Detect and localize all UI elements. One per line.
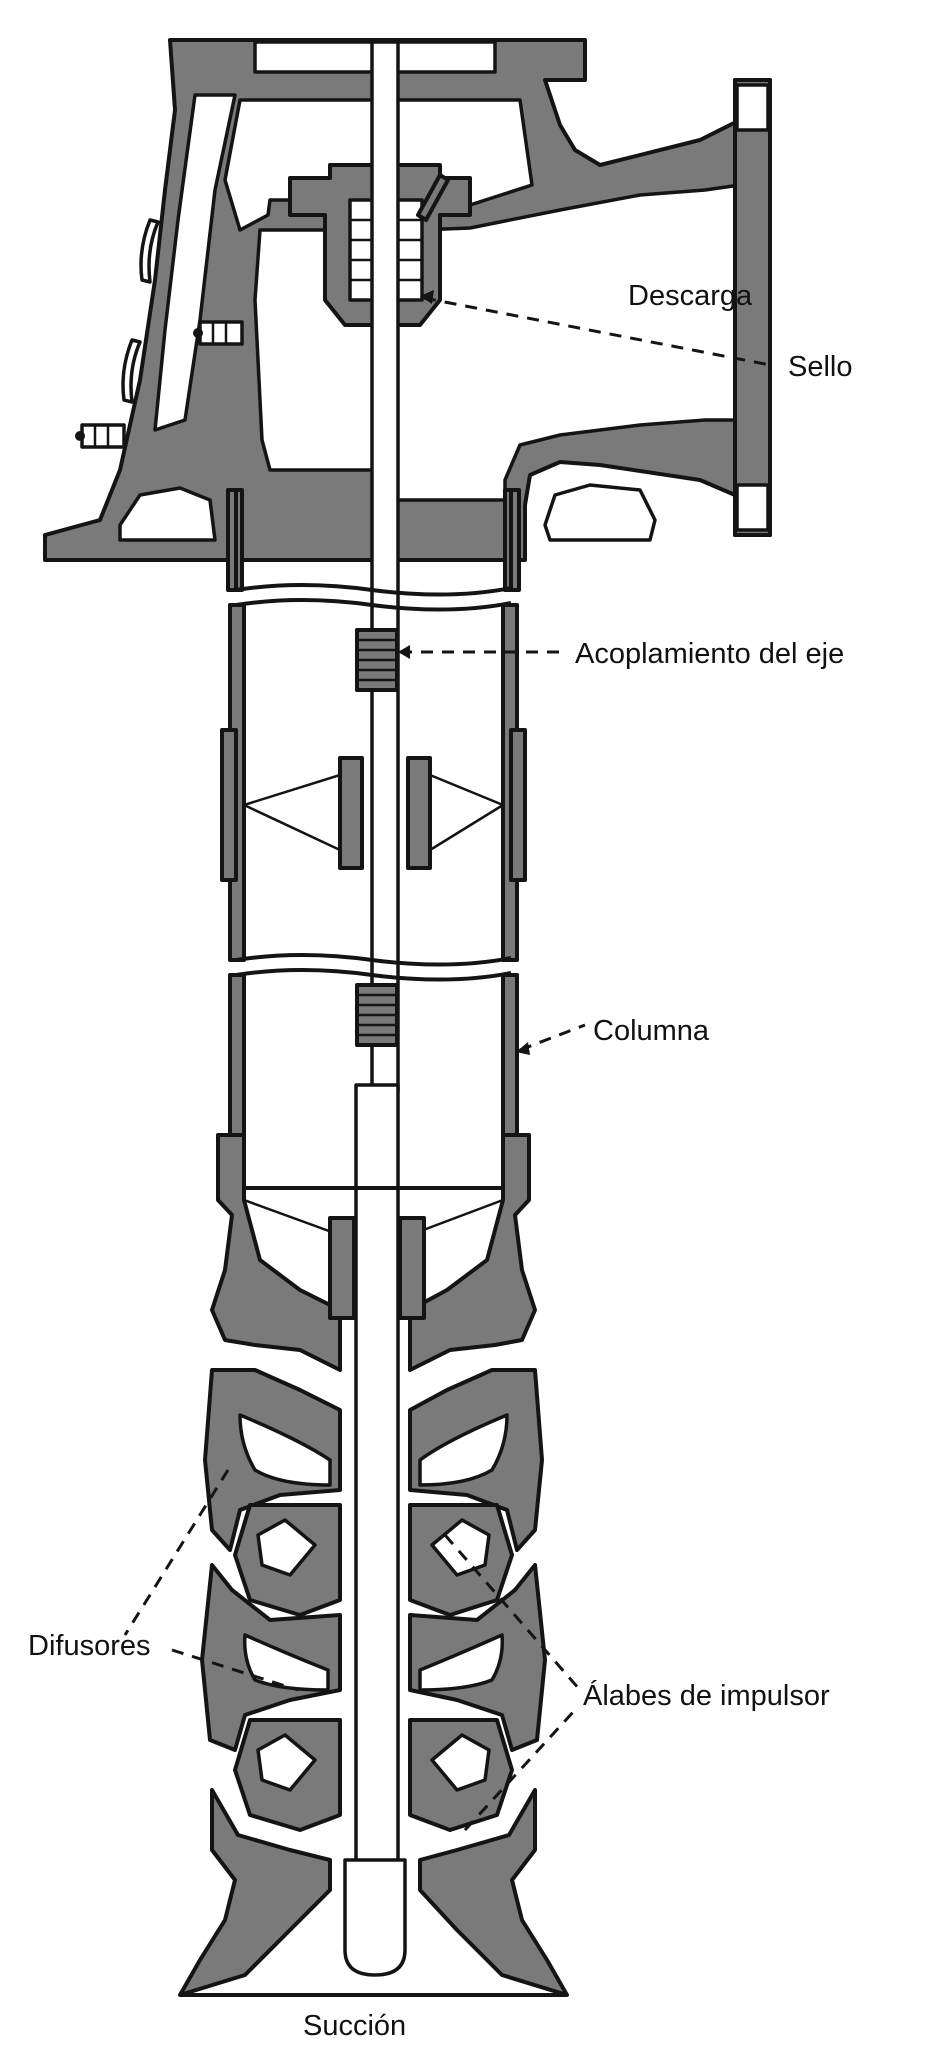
label-alabes-de-impulsor: Álabes de impulsor — [583, 1679, 830, 1712]
column-middle — [220, 598, 527, 967]
bowl-assembly — [178, 1133, 569, 1997]
leader-lines — [123, 290, 771, 1832]
drain-plug-lower — [75, 423, 126, 449]
drain-plug-upper — [193, 320, 244, 346]
label-difusores: Difusores — [28, 1630, 151, 1662]
label-sello: Sello — [788, 351, 853, 383]
label-succion: Succión — [303, 2010, 406, 2042]
column-upper — [226, 488, 521, 597]
label-acoplamiento-del-eje: Acoplamiento del eje — [575, 638, 844, 670]
shaft — [354, 40, 400, 1967]
label-descarga: Descarga — [628, 280, 753, 312]
label-columna: Columna — [593, 1015, 710, 1047]
